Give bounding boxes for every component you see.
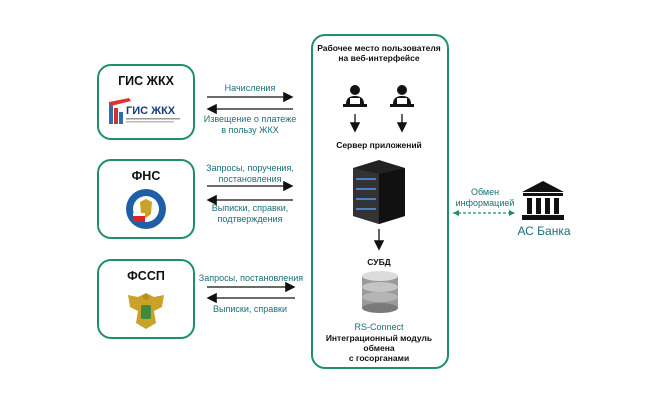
user-icon-1 (343, 84, 367, 108)
fssp-emblem-icon (124, 289, 168, 333)
gis-in-label: Извещение о платеже в пользу ЖКХ (203, 114, 297, 135)
user-icon-2 (390, 84, 414, 108)
bank-label: АС Банка (517, 224, 571, 238)
app-server-label: Сервер приложений (336, 140, 422, 150)
fns-box: ФНС (97, 159, 195, 239)
gis-zhkh-logo-text: ГИС ЖКХ (126, 105, 176, 117)
rs-connect-label: RS-Connect (354, 322, 404, 332)
dbms-label: СУБД (367, 257, 391, 267)
fssp-title: ФССП (127, 269, 165, 283)
module-desc-label: Интеграционный модуль обмена с госоргана… (325, 333, 433, 363)
fssp-in-label: Выписки, справки (213, 304, 287, 314)
fns-in-label: Выписки, справки, подтверждения (211, 203, 289, 224)
bank-icon (521, 181, 565, 221)
fns-emblem-icon (125, 188, 167, 230)
fns-out-label: Запросы, поручения, постановления (206, 163, 294, 184)
exchange-label: Обмен информацией (455, 187, 515, 208)
server-icon (349, 160, 409, 224)
exchange-arrowhead-right (509, 210, 515, 216)
database-icon (361, 270, 399, 314)
fssp-out-label: Запросы, постановления (198, 273, 304, 283)
gis-zhkh-title: ГИС ЖКХ (118, 74, 174, 88)
gis-out-label: Начисления (224, 83, 276, 93)
system-box (311, 34, 449, 369)
workplace-label: Рабочее место пользователя на веб-интерф… (317, 43, 441, 63)
gis-zhkh-logo: ГИС ЖКХ (109, 98, 183, 128)
exchange-arrowhead-left (453, 210, 459, 216)
fns-title: ФНС (131, 169, 161, 183)
gis-zhkh-box: ГИС ЖКХ ГИС ЖКХ (97, 64, 195, 140)
fssp-box: ФССП (97, 259, 195, 339)
